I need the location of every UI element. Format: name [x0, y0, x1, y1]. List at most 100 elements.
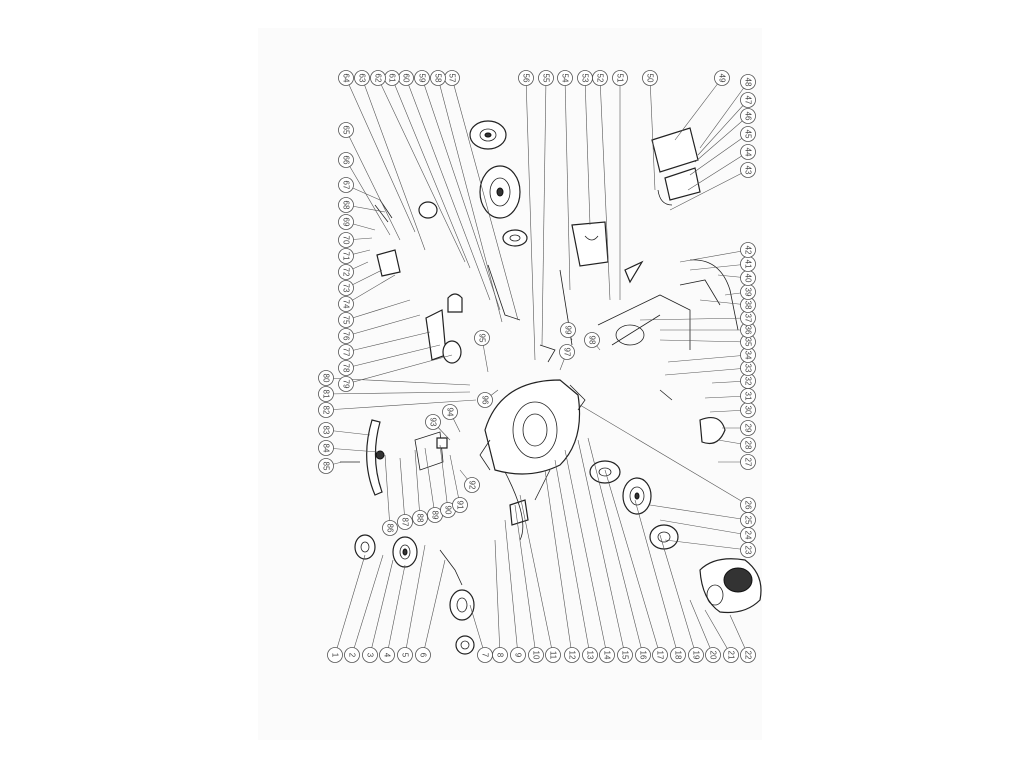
part-label-73: 73 — [338, 280, 354, 296]
leader-line-13 — [554, 459, 591, 656]
part-label-37: 37 — [740, 310, 756, 326]
part-number-text: 85 — [322, 462, 331, 471]
part-number-text: 25 — [744, 516, 753, 525]
part-label-99: 99 — [560, 322, 576, 338]
part-number-text: 28 — [744, 441, 753, 450]
part-label-43: 43 — [740, 162, 756, 178]
part-label-circle — [740, 126, 756, 142]
part-label-15: 15 — [617, 647, 633, 663]
part-label-circle — [397, 514, 413, 530]
leader-line-58 — [437, 77, 503, 323]
part-number-text: 44 — [744, 148, 753, 157]
leader-line-76 — [345, 314, 421, 337]
part-number-text: 49 — [718, 74, 727, 83]
part-label-69: 69 — [338, 214, 354, 230]
part-number-text: 82 — [322, 406, 331, 415]
part-label-circle — [430, 70, 446, 86]
leader-line-48 — [699, 81, 749, 149]
parts-illustrations — [340, 120, 762, 655]
part-number-text: 53 — [581, 74, 590, 83]
part-number-text: 36 — [744, 326, 753, 335]
part-label-22: 22 — [740, 647, 756, 663]
part-label-circle — [740, 420, 756, 436]
throttle-parts — [374, 199, 726, 586]
part-label-circle — [557, 70, 573, 86]
leader-line-65 — [345, 129, 401, 241]
part-label-56: 56 — [518, 70, 534, 86]
part-label-circle — [560, 322, 576, 338]
part-label-circle — [740, 242, 756, 258]
leader-line-60 — [405, 77, 491, 301]
leader-lines — [325, 77, 749, 656]
part-number-text: 52 — [596, 74, 605, 83]
part-number-text: 41 — [744, 260, 753, 269]
leader-line-86 — [384, 454, 391, 529]
part-label-81: 81 — [318, 386, 334, 402]
part-number-text: 8 — [496, 653, 505, 658]
part-label-61: 61 — [384, 70, 400, 86]
part-label-24: 24 — [740, 527, 756, 543]
part-label-circle — [338, 248, 354, 264]
part-label-circle — [318, 422, 334, 438]
part-label-circle — [528, 647, 544, 663]
leader-line-59 — [421, 77, 501, 311]
part-label-circle — [338, 177, 354, 193]
part-label-16: 16 — [635, 647, 651, 663]
engine — [699, 558, 762, 614]
part-label-53: 53 — [577, 70, 593, 86]
leader-line-81 — [325, 391, 471, 395]
part-number-text: 76 — [342, 332, 351, 341]
part-number-text: 22 — [744, 651, 753, 660]
leader-line-77 — [345, 331, 431, 353]
part-label-circle — [612, 70, 628, 86]
part-number-text: 34 — [744, 351, 753, 360]
part-number-text: 87 — [401, 518, 410, 527]
part-label-circle — [338, 280, 354, 296]
part-label-62: 62 — [370, 70, 386, 86]
part-label-83: 83 — [318, 422, 334, 438]
part-number-text: 94 — [446, 408, 455, 417]
part-number-text: 64 — [342, 74, 351, 83]
part-label-98: 98 — [584, 332, 600, 348]
mower-deck — [479, 379, 581, 475]
part-label-circle — [740, 497, 756, 513]
leader-line-55 — [541, 77, 547, 346]
leader-line-54 — [564, 77, 571, 291]
part-label-circle — [559, 344, 575, 360]
part-label-1: 1 — [327, 647, 343, 663]
leader-line-42 — [679, 249, 749, 263]
part-label-circle — [652, 647, 668, 663]
part-label-circle — [318, 402, 334, 418]
part-label-circle — [338, 232, 354, 248]
leader-line-10 — [514, 504, 537, 656]
rear-cover — [571, 221, 609, 267]
part-label-63: 63 — [354, 70, 370, 86]
part-label-70: 70 — [338, 232, 354, 248]
part-number-text: 20 — [709, 651, 718, 660]
part-number-text: 17 — [656, 651, 665, 660]
part-number-text: 12 — [568, 651, 577, 660]
part-number-text: 70 — [342, 236, 351, 245]
part-label-circle — [518, 70, 534, 86]
part-label-circle — [354, 70, 370, 86]
leader-line-5 — [404, 544, 426, 656]
part-label-circle — [338, 122, 354, 138]
part-number-text: 81 — [322, 390, 331, 399]
part-number-text: 79 — [342, 380, 351, 389]
part-label-26: 26 — [740, 497, 756, 513]
part-label-circle — [740, 108, 756, 124]
leader-line-90 — [439, 444, 449, 511]
part-number-text: 93 — [429, 418, 438, 427]
part-label-circle — [705, 647, 721, 663]
leader-line-45 — [689, 133, 749, 176]
part-number-text: 46 — [744, 112, 753, 121]
leader-line-75 — [345, 299, 411, 321]
leader-line-52 — [599, 77, 611, 301]
part-label-circle — [670, 647, 686, 663]
part-label-52: 52 — [592, 70, 608, 86]
part-label-circle — [740, 647, 756, 663]
leader-line-78 — [345, 344, 441, 369]
part-number-text: 60 — [402, 74, 411, 83]
part-label-45: 45 — [740, 126, 756, 142]
